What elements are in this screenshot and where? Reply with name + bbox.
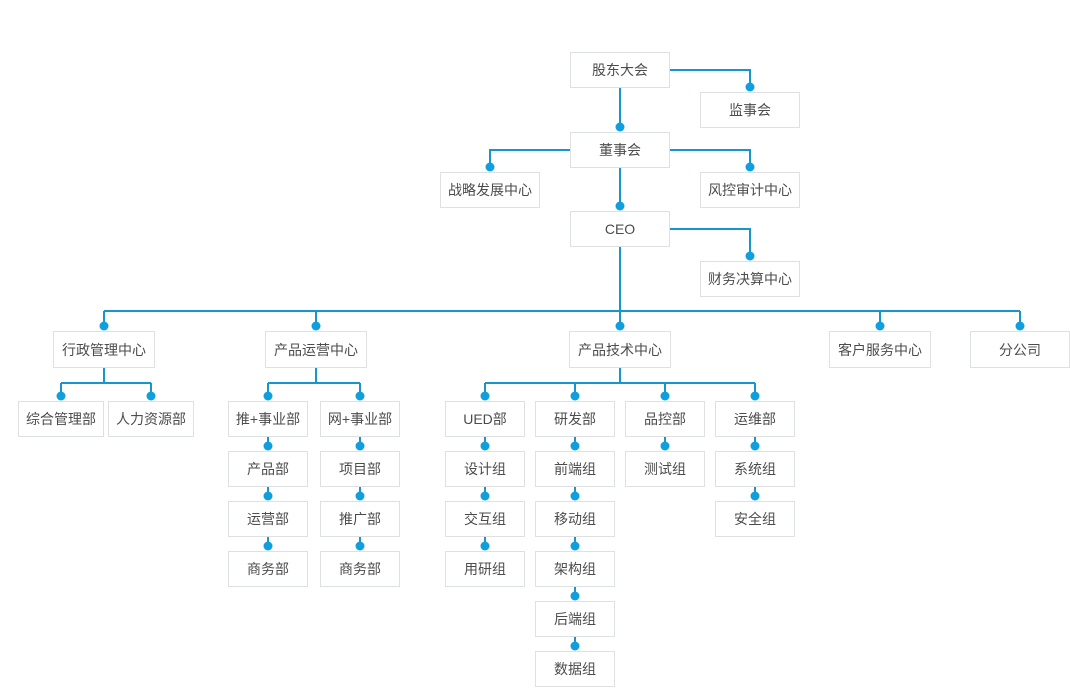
org-node-business-dept-wang[interactable]: 商务部 xyxy=(320,551,400,587)
org-node-mobile-group[interactable]: 移动组 xyxy=(535,501,615,537)
org-node-general-admin-dept[interactable]: 综合管理部 xyxy=(18,401,104,437)
org-node-product-dept[interactable]: 产品部 xyxy=(228,451,308,487)
org-node-promotion-dept[interactable]: 推广部 xyxy=(320,501,400,537)
org-node-architecture-group[interactable]: 架构组 xyxy=(535,551,615,587)
org-node-strategy-center[interactable]: 战略发展中心 xyxy=(440,172,540,208)
org-node-product-operation-center[interactable]: 产品运营中心 xyxy=(265,331,367,368)
org-node-hr-dept[interactable]: 人力资源部 xyxy=(108,401,194,437)
org-node-board[interactable]: 董事会 xyxy=(570,132,670,168)
org-node-risk-audit-center[interactable]: 风控审计中心 xyxy=(700,172,800,208)
org-node-branch-company[interactable]: 分公司 xyxy=(970,331,1070,368)
org-node-project-dept[interactable]: 项目部 xyxy=(320,451,400,487)
org-node-operation-dept[interactable]: 运营部 xyxy=(228,501,308,537)
org-node-wang-division[interactable]: 网+事业部 xyxy=(320,401,400,437)
org-node-shareholders[interactable]: 股东大会 xyxy=(570,52,670,88)
org-node-ued-dept[interactable]: UED部 xyxy=(445,401,525,437)
org-node-user-research-group[interactable]: 用研组 xyxy=(445,551,525,587)
org-node-ops-dept[interactable]: 运维部 xyxy=(715,401,795,437)
org-node-ceo[interactable]: CEO xyxy=(570,211,670,247)
org-node-product-tech-center[interactable]: 产品技术中心 xyxy=(569,331,671,368)
org-node-security-group[interactable]: 安全组 xyxy=(715,501,795,537)
org-node-tui-division[interactable]: 推+事业部 xyxy=(228,401,308,437)
org-node-qc-dept[interactable]: 品控部 xyxy=(625,401,705,437)
org-node-design-group[interactable]: 设计组 xyxy=(445,451,525,487)
org-node-backend-group[interactable]: 后端组 xyxy=(535,601,615,637)
org-node-supervisors[interactable]: 监事会 xyxy=(700,92,800,128)
org-node-testing-group[interactable]: 测试组 xyxy=(625,451,705,487)
org-node-admin-center[interactable]: 行政管理中心 xyxy=(53,331,155,368)
org-node-rd-dept[interactable]: 研发部 xyxy=(535,401,615,437)
org-node-data-group[interactable]: 数据组 xyxy=(535,651,615,687)
org-node-business-dept-tui[interactable]: 商务部 xyxy=(228,551,308,587)
org-node-interaction-group[interactable]: 交互组 xyxy=(445,501,525,537)
org-node-system-group[interactable]: 系统组 xyxy=(715,451,795,487)
org-node-finance-center[interactable]: 财务决算中心 xyxy=(700,261,800,297)
org-node-frontend-group[interactable]: 前端组 xyxy=(535,451,615,487)
org-node-customer-service-center[interactable]: 客户服务中心 xyxy=(829,331,931,368)
